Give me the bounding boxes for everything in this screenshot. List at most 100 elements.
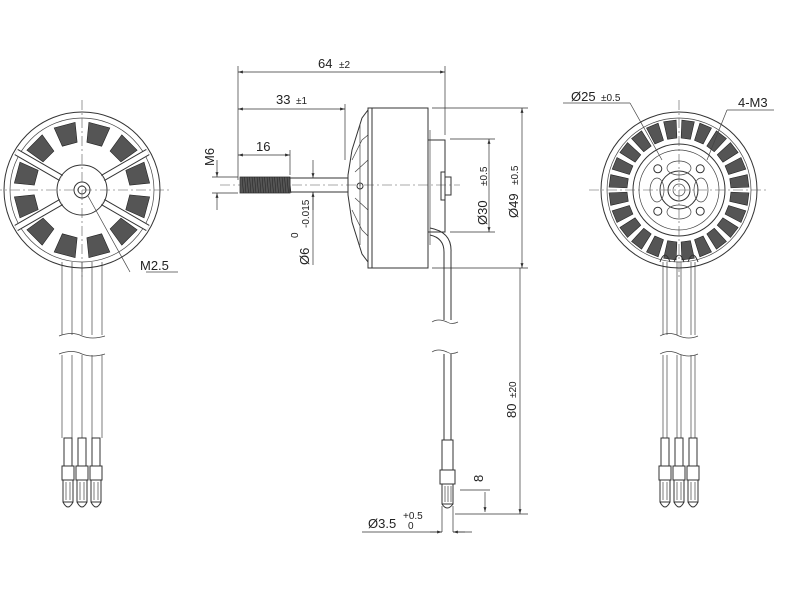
pin-slot (65, 482, 71, 500)
shaft-dia-label: Ø6 (297, 248, 312, 265)
pin-slot (690, 482, 696, 500)
cable-break (659, 333, 699, 339)
wire-exit (659, 254, 671, 263)
bell (367, 107, 429, 269)
connector-sleeve (63, 437, 73, 467)
m3-hole (695, 164, 705, 174)
connector-dia-label: Ø3.5 (368, 516, 396, 531)
shaft-length-tol: ±1 (296, 96, 307, 107)
stator-tooth (608, 191, 629, 206)
stator-tooth (26, 134, 55, 163)
connector-pin (659, 479, 671, 503)
stator-tooth (680, 119, 695, 140)
connector-length-label: 8 (471, 475, 486, 482)
thread-line (244, 176, 247, 194)
overall-length-tol: ±2 (339, 60, 350, 71)
cable-break (58, 351, 106, 357)
connector-sleeve (674, 437, 684, 467)
bullet-connector (441, 503, 454, 509)
overall-length-label: 64 (318, 56, 332, 71)
bullet-tip (659, 501, 671, 508)
front-screw-label: M2.5 (140, 258, 169, 273)
connector-dia-tol-upper: +0.5 (403, 511, 423, 522)
stator-tooth (646, 122, 664, 145)
rotor-spokes (347, 108, 369, 264)
connector-sleeve (77, 437, 87, 467)
mount-circle-tol: ±0.5 (601, 93, 621, 104)
cable-length-label: 80 (504, 404, 519, 418)
stator-tooth (86, 233, 111, 259)
thread-length-label: 16 (256, 139, 270, 154)
shaft-dia-tol-lower: -0.015 (301, 199, 312, 228)
connector-pin (62, 479, 74, 503)
stator-tooth (631, 227, 652, 250)
back-dia-tol: ±0.5 (479, 166, 490, 186)
stator-tooth (646, 235, 664, 258)
m3-hole (695, 206, 705, 216)
connector-body (686, 465, 700, 481)
bullet-tip (673, 501, 685, 508)
wire-exit (673, 254, 685, 263)
bell-dia-tol: ±0.5 (510, 165, 521, 185)
stator-tooth (109, 217, 138, 246)
spoke-fill (101, 199, 150, 231)
connector-pin (673, 479, 685, 503)
wire-exit (687, 254, 699, 263)
connector-pin (90, 479, 102, 503)
thread-line (266, 176, 269, 194)
stator-tooth (608, 174, 629, 189)
stator-tooth (729, 174, 750, 189)
stator-tooth (109, 134, 138, 163)
cable-length-tol: ±20 (508, 381, 519, 398)
thread-line (274, 176, 277, 194)
stator-tooth (53, 233, 78, 259)
thread-line (264, 176, 267, 194)
stator-tooth (13, 194, 39, 219)
connector-body (658, 465, 672, 481)
stator-tooth (631, 130, 652, 153)
stator-tooth (706, 227, 727, 250)
shaft-dia-tol-upper: 0 (290, 232, 301, 238)
bullet-tip (62, 501, 74, 508)
thread-line (256, 176, 259, 194)
connector-pin (687, 479, 699, 503)
stator-tooth (724, 157, 747, 175)
spoke-fill (14, 149, 63, 181)
connector-body (672, 465, 686, 481)
thread-line (259, 176, 262, 194)
stator-tooth (663, 119, 678, 140)
spoke-fill (14, 199, 63, 231)
cable-break (659, 351, 699, 357)
connector-body (61, 465, 75, 481)
d25-leader (629, 102, 663, 161)
thread-line (269, 176, 272, 194)
mount-circle-label: Ø25 (571, 89, 596, 104)
stator-tooth (53, 121, 78, 147)
stator-tooth (26, 217, 55, 246)
stator-tooth (694, 122, 712, 145)
thread-line (284, 176, 287, 194)
stator-tooth (611, 157, 634, 175)
stator-tooth (619, 142, 642, 163)
thread-line (286, 176, 289, 194)
stator-tooth (86, 121, 111, 147)
stator-tooth (125, 194, 151, 219)
pin-slot (79, 482, 85, 500)
thread-line (271, 176, 274, 194)
side-view (220, 107, 460, 509)
m3-leader (706, 109, 728, 161)
front-view (0, 100, 172, 508)
connector-sleeve (441, 439, 454, 471)
connector-sleeve (91, 437, 101, 467)
stator-tooth (611, 205, 634, 223)
thread-line (281, 176, 284, 194)
bullet-tip (687, 501, 699, 508)
thread-line (276, 176, 279, 194)
back-dia-label: Ø30 (475, 200, 490, 225)
stator-tooth (706, 130, 727, 153)
stator-tooth (663, 240, 678, 261)
pin-slot (93, 482, 99, 500)
thread-line (246, 176, 249, 194)
bullet-tip (76, 501, 88, 508)
stator-tooth (716, 217, 739, 238)
